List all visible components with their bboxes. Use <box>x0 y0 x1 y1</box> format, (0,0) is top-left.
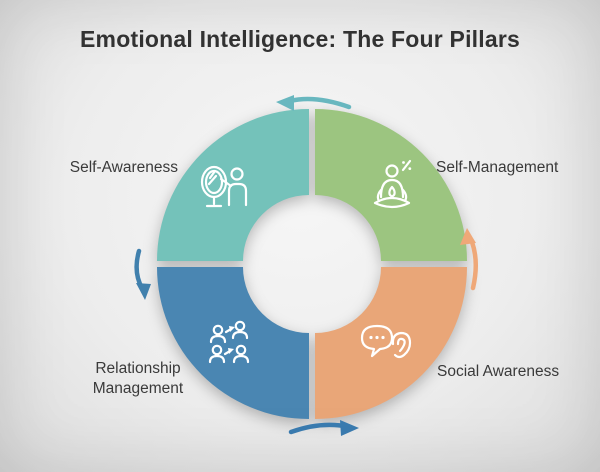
pillar-label-self-awareness: Self-Awareness <box>70 159 179 176</box>
mirror-person-icon <box>200 165 248 208</box>
meditation-icon <box>373 159 412 209</box>
arrowhead-down <box>136 283 151 300</box>
quadrant-self-management <box>315 109 467 261</box>
flow-arrow-left <box>134 248 151 300</box>
arrowhead-up <box>460 228 476 245</box>
arrowhead-left <box>276 95 294 111</box>
pillar-label-social-awareness: Social Awareness <box>437 363 559 380</box>
quadrant-relationship-management <box>157 267 309 419</box>
pillar-label-relationship-management-line2: Management <box>93 380 184 397</box>
arrow-shaft <box>288 422 352 435</box>
flow-arrow-right <box>460 228 478 291</box>
arrow-shaft <box>134 248 145 291</box>
arrowhead-right <box>340 420 359 436</box>
team-network-icon <box>208 320 250 364</box>
arrow-shaft <box>469 239 478 291</box>
flow-arrow-top <box>276 95 352 111</box>
pillar-label-self-management: Self-Management <box>436 159 559 176</box>
chat-ear-icon <box>360 324 412 359</box>
pillar-label-relationship-management-line1: Relationship <box>95 360 180 377</box>
page-title: Emotional Intelligence: The Four Pillars <box>80 26 520 52</box>
donut-ring <box>157 109 467 419</box>
arrow-shaft <box>287 96 352 110</box>
flow-arrow-bottom <box>288 420 359 436</box>
